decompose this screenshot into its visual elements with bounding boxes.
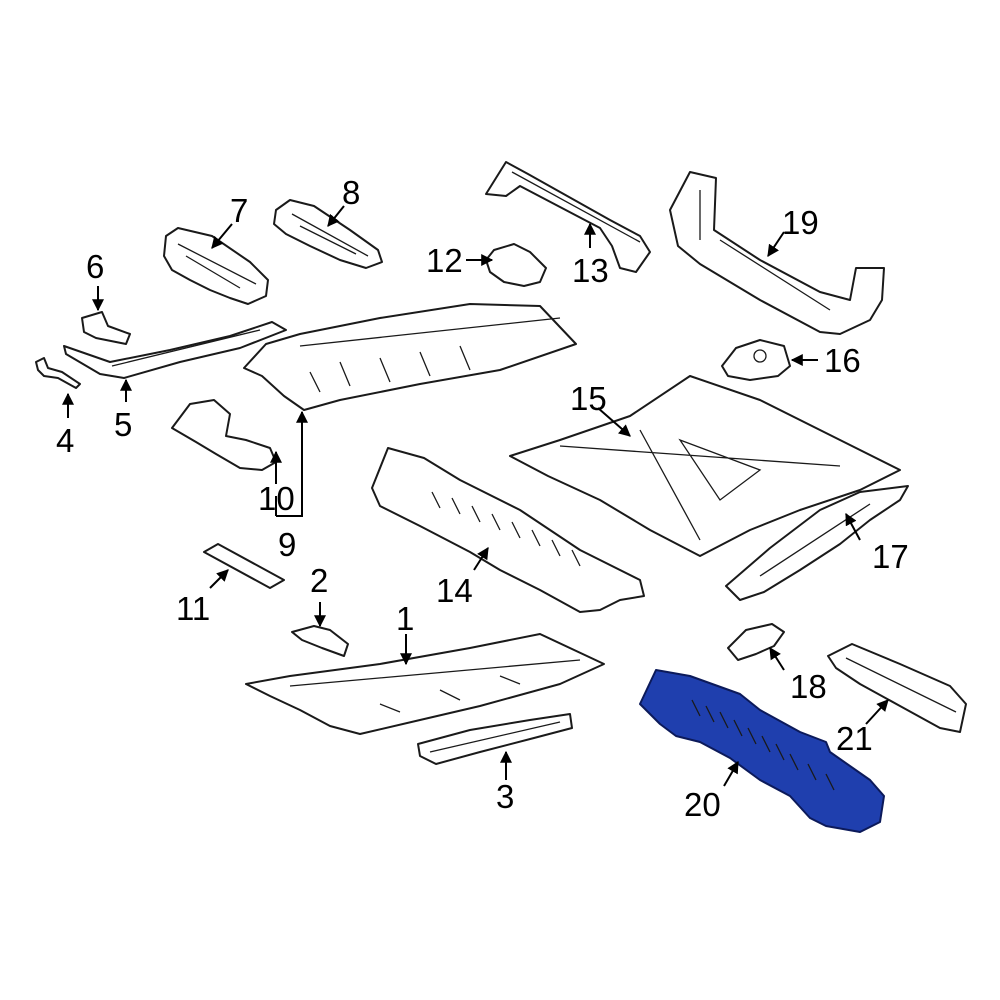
callout-10[interactable]: 10: [258, 480, 295, 517]
part-10-bracket[interactable]: [171, 399, 277, 471]
part-14-center-floor[interactable]: [371, 447, 645, 613]
callout-12[interactable]: 12: [426, 242, 463, 279]
part-21-rail[interactable]: [827, 643, 967, 733]
part-5-rail[interactable]: [63, 321, 287, 379]
part-11-plate[interactable]: [203, 543, 285, 589]
callout-14[interactable]: 14: [436, 572, 473, 609]
callout-5[interactable]: 5: [114, 406, 132, 443]
part-18-bracket[interactable]: [727, 623, 785, 661]
callout-8[interactable]: 8: [342, 174, 360, 211]
part-13-crossbar[interactable]: [485, 161, 651, 273]
callout-4[interactable]: 4: [56, 422, 74, 459]
part-16-cover[interactable]: [721, 339, 791, 381]
part-15-rear-floor-pan[interactable]: [509, 375, 901, 557]
callout-16[interactable]: 16: [824, 342, 861, 379]
callout-11[interactable]: 11: [176, 590, 210, 627]
callout-9[interactable]: 9: [278, 526, 296, 563]
callout-labels: 4 5 6 7 8 12 13 19 16 15 10 9 14 17 11 2…: [56, 174, 909, 823]
part-3-sill[interactable]: [417, 713, 573, 765]
part-12-bracket[interactable]: [485, 243, 547, 287]
part-7-reinforcement[interactable]: [163, 227, 269, 305]
callout-21[interactable]: 21: [836, 720, 873, 757]
callout-1[interactable]: 1: [396, 600, 414, 637]
callout-7[interactable]: 7: [230, 192, 248, 229]
part-9-floor-panel[interactable]: [243, 303, 577, 411]
part-19-rear-crossmember[interactable]: [669, 171, 885, 335]
callout-17[interactable]: 17: [872, 538, 909, 575]
callout-6[interactable]: 6: [86, 248, 104, 285]
leader-lines: [62, 205, 889, 787]
part-2-bracket[interactable]: [291, 625, 349, 657]
callout-15[interactable]: 15: [570, 380, 607, 417]
callout-19[interactable]: 19: [782, 204, 819, 241]
part-1-front-floor-pan[interactable]: [245, 633, 605, 735]
part-20-highlighted[interactable]: [639, 669, 885, 833]
callout-2[interactable]: 2: [310, 562, 328, 599]
part-4-bracket[interactable]: [35, 357, 81, 389]
callout-13[interactable]: 13: [572, 252, 609, 289]
callout-3[interactable]: 3: [496, 778, 514, 815]
callout-20[interactable]: 20: [684, 786, 721, 823]
part-8-crossmember[interactable]: [273, 199, 383, 269]
callout-18[interactable]: 18: [790, 668, 827, 705]
part-6-block[interactable]: [81, 311, 131, 345]
